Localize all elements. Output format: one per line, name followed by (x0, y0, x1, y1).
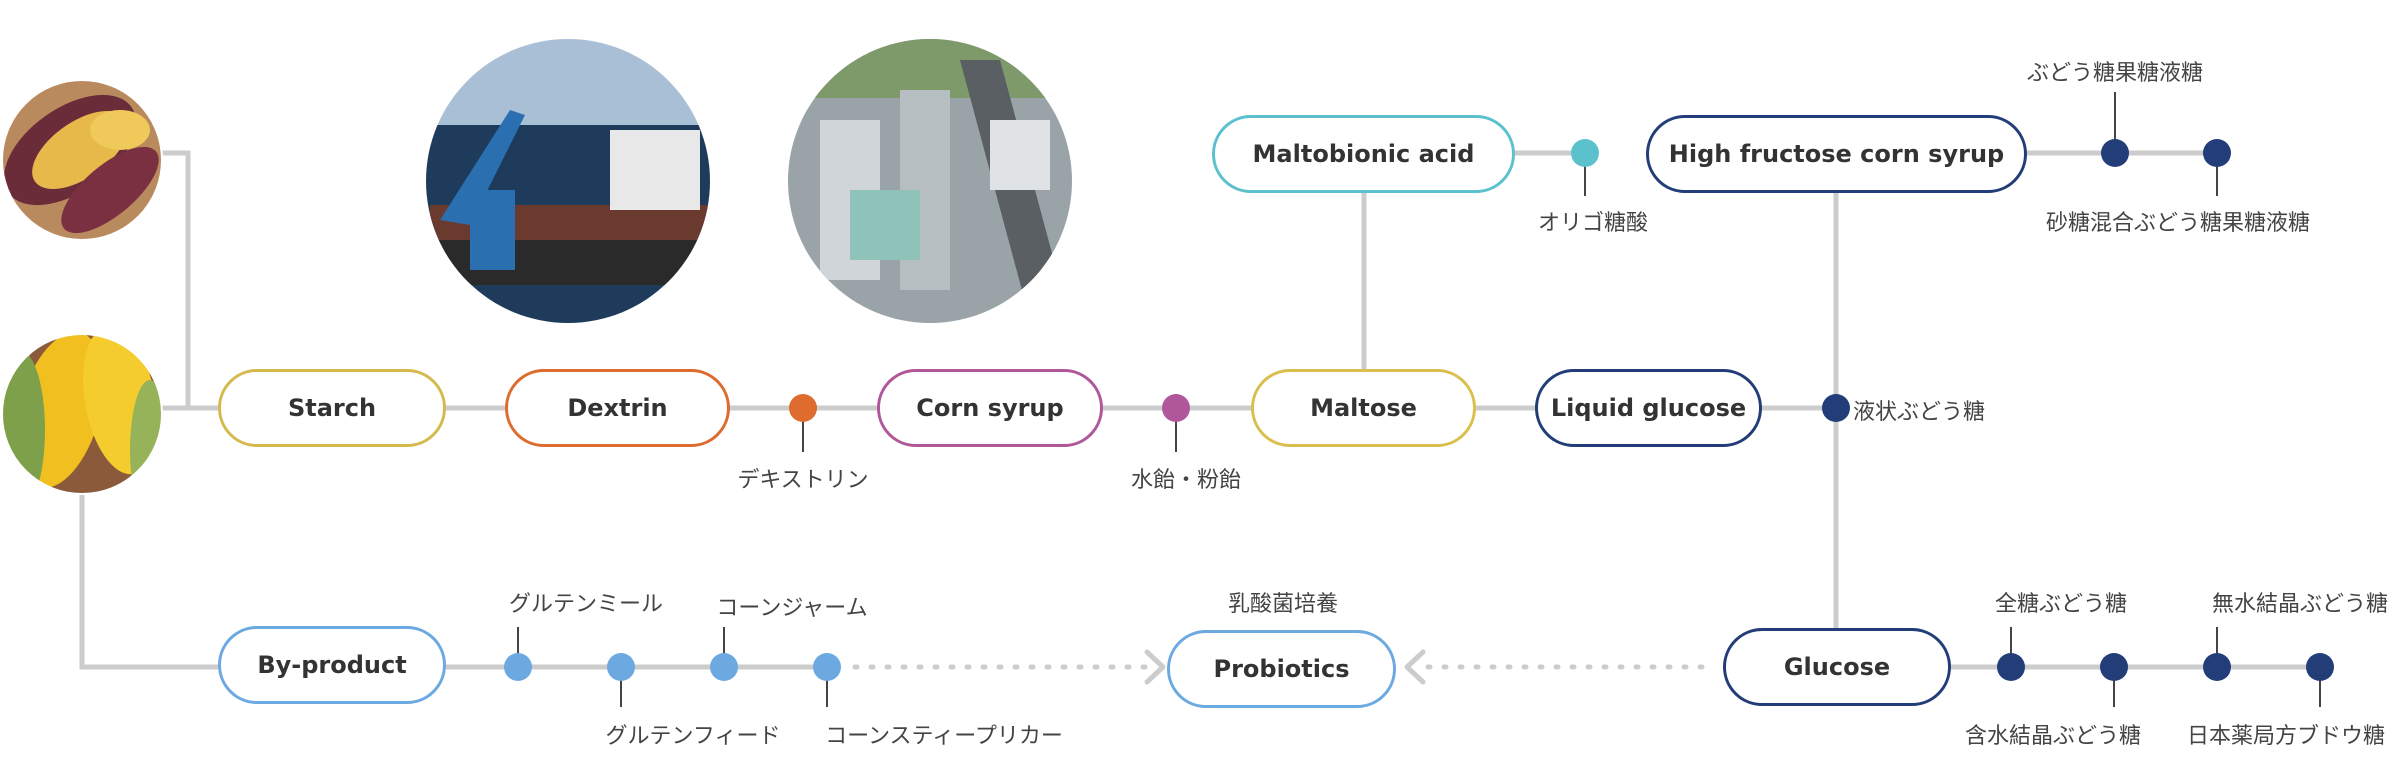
port-ship-photo (426, 39, 710, 323)
corn-steep-dot (813, 653, 841, 681)
node-glucose: Glucose (1723, 628, 1951, 706)
label-oligo-jp: オリゴ糖酸 (1537, 211, 1649, 236)
corn-germ-dot (710, 653, 738, 681)
glucose-dot-4 (2306, 653, 2334, 681)
glucose-dot-3 (2203, 653, 2231, 681)
gluten-meal-dot (504, 653, 532, 681)
node-starch: Starch (218, 369, 446, 447)
node-maltobionic-acid: Maltobionic acid (1212, 115, 1515, 193)
sweet-potato-photo (2, 80, 162, 240)
oligo-dot (1571, 139, 1599, 167)
label-liquid-glucose-jp: 液状ぶどう糖 (1853, 400, 1986, 425)
node-dextrin: Dextrin (505, 369, 730, 447)
label-hfcs-bottom-jp: 砂糖混合ぶどう糖果糖液糖 (2045, 211, 2311, 236)
factory-photo (788, 39, 1072, 323)
node-corn-syrup: Corn syrup (877, 369, 1103, 447)
label-gluten-feed: グルテンフィード (605, 724, 781, 749)
node-maltose: Maltose (1251, 369, 1476, 447)
hfcs-dot-1 (2101, 139, 2129, 167)
dextrin-dot (789, 394, 817, 422)
liquid-glucose-dot (1822, 394, 1850, 422)
corn-photo (2, 334, 162, 494)
syrup-dot (1162, 394, 1190, 422)
label-probiotics-jp: 乳酸菌培養 (1227, 592, 1339, 617)
hfcs-dot-2 (2203, 139, 2231, 167)
label-glucose-1: 全糖ぶどう糖 (1994, 592, 2128, 617)
gluten-feed-dot (607, 653, 635, 681)
label-corn-steep: コーンスティープリカー (825, 724, 1063, 749)
label-glucose-3: 無水結晶ぶどう糖 (2211, 592, 2389, 617)
glucose-dot-1 (1997, 653, 2025, 681)
glucose-dot-2 (2100, 653, 2128, 681)
node-by-product: By-product (218, 626, 446, 704)
label-syrup-jp: 水飴・粉飴 (1130, 468, 1242, 493)
node-probiotics: Probiotics (1167, 630, 1396, 708)
label-dextrin-jp: デキストリン (737, 468, 869, 493)
label-glucose-4: 日本薬局方ブドウ糖 (2186, 724, 2386, 749)
label-hfcs-top-jp: ぶどう糖果糖液糖 (2026, 61, 2204, 86)
flow-arrows (1144, 649, 1426, 685)
label-glucose-2: 含水結晶ぶどう糖 (1964, 724, 2142, 749)
node-high-fructose-corn-syrup: High fructose corn syrup (1646, 115, 2027, 193)
label-gluten-meal: グルテンミール (508, 592, 664, 617)
node-liquid-glucose: Liquid glucose (1535, 369, 1762, 447)
label-corn-germ: コーンジャーム (716, 596, 868, 621)
